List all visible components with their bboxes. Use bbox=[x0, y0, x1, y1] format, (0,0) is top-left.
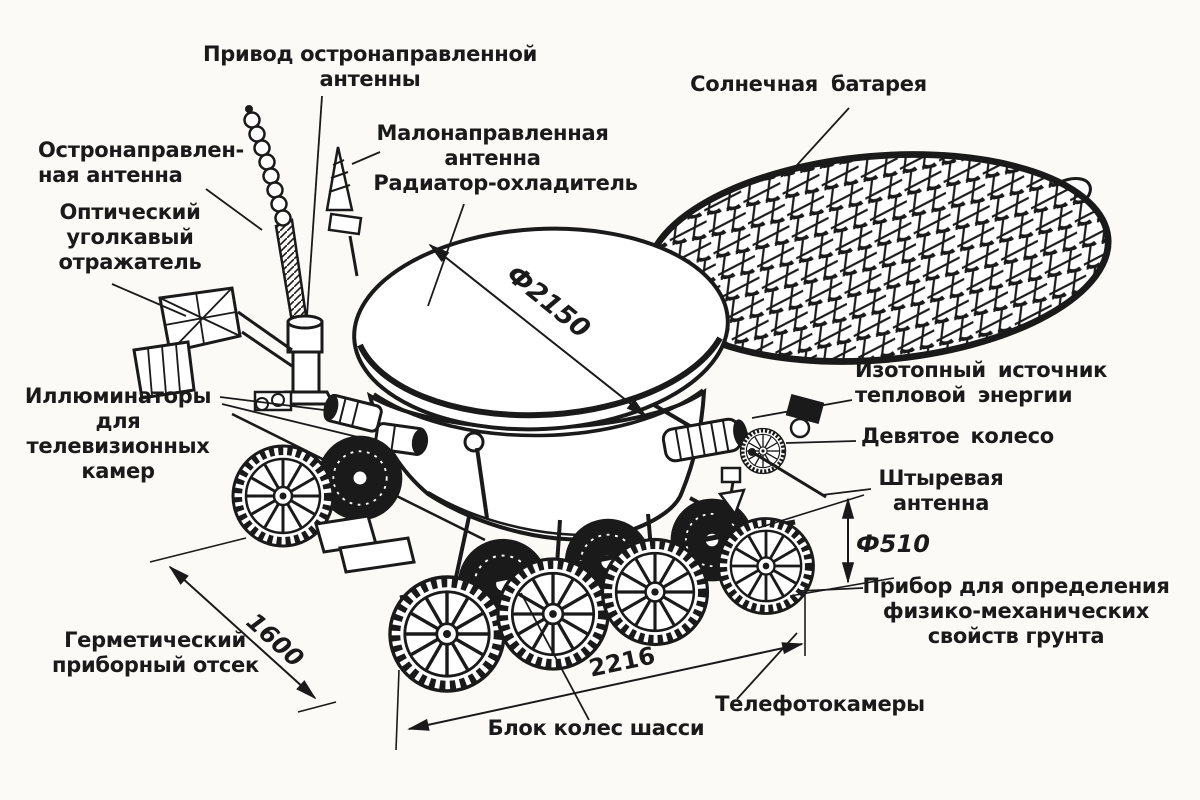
label-solar-battery: Солнечная батарея bbox=[676, 72, 941, 97]
label-line: ная антенна bbox=[38, 163, 183, 187]
dimension-wheel-diameter: Ф510 bbox=[856, 530, 936, 558]
label-line: Иллюминаторы bbox=[24, 384, 212, 408]
label-line: уголкавый bbox=[66, 225, 194, 249]
label-line: Телефотокамеры bbox=[715, 692, 925, 716]
label-line: Герметический bbox=[64, 628, 246, 652]
label-line: Изотопный источник bbox=[855, 358, 1108, 382]
label-line: Остронаправлен- bbox=[38, 138, 244, 162]
label-high-gain-antenna: Остронаправлен- ная антенна bbox=[38, 138, 248, 188]
label-portholes: Иллюминаторы для телевизионных камер bbox=[16, 384, 220, 484]
label-line: камер bbox=[81, 459, 155, 483]
penetrometer bbox=[717, 466, 746, 517]
label-line: Радиатор-охладитель bbox=[373, 171, 638, 195]
label-line: Прибор для определения bbox=[862, 574, 1170, 598]
label-wheel-unit: Блок колес шасси bbox=[476, 716, 716, 741]
label-line: приборный отсек bbox=[52, 653, 259, 677]
label-line: телевизионных bbox=[26, 434, 210, 458]
front-fittings bbox=[314, 514, 416, 574]
label-line: Штыревая bbox=[878, 466, 1004, 490]
label-line: Малонаправленная bbox=[376, 121, 609, 145]
label-line: отражатель bbox=[58, 250, 202, 274]
label-line: антенна bbox=[892, 491, 990, 515]
label-whip-antenna: Штыревая антенна bbox=[876, 466, 1006, 516]
cone-antenna bbox=[325, 146, 363, 277]
dimension-lines bbox=[149, 494, 895, 751]
label-line: для bbox=[95, 409, 141, 433]
label-line: Привод остронаправленной bbox=[202, 42, 538, 66]
label-low-gain-antenna: Малонаправленная антенна bbox=[375, 121, 610, 171]
corner-reflector bbox=[132, 286, 293, 400]
label-line: свойств грунта bbox=[927, 624, 1105, 648]
label-corner-reflector: Оптический уголкавый отражатель bbox=[50, 200, 210, 275]
label-pressurized-bay: Герметический приборный отсек bbox=[52, 628, 259, 678]
label-line: антенны bbox=[319, 67, 421, 91]
label-telephoto-cameras: Телефотокамеры bbox=[710, 692, 930, 717]
label-isotope-source: Изотопный источник тепловой энергии bbox=[855, 358, 1115, 408]
label-line: Блок колес шасси bbox=[487, 716, 705, 740]
hull bbox=[231, 386, 707, 542]
label-soil-device: Прибор для определения физико-механическ… bbox=[860, 574, 1172, 649]
label-drive-antenna: Привод остронаправленной антенны bbox=[200, 42, 540, 92]
lid bbox=[352, 226, 730, 432]
label-ninth-wheel: Девятое колесо bbox=[861, 424, 1081, 449]
label-line: тепловой энергии bbox=[855, 383, 1073, 407]
label-radiator: Радиатор-охладитель bbox=[368, 171, 643, 196]
label-line: физико-механических bbox=[882, 599, 1150, 623]
label-line: Оптический bbox=[59, 200, 201, 224]
whip-antenna bbox=[748, 448, 827, 499]
dim-value: Ф510 bbox=[856, 530, 930, 558]
antenna-mast bbox=[243, 105, 336, 406]
label-line: антенна bbox=[444, 146, 541, 170]
label-line: Девятое колесо bbox=[861, 424, 1054, 448]
label-line: Солнечная батарея bbox=[690, 72, 927, 96]
